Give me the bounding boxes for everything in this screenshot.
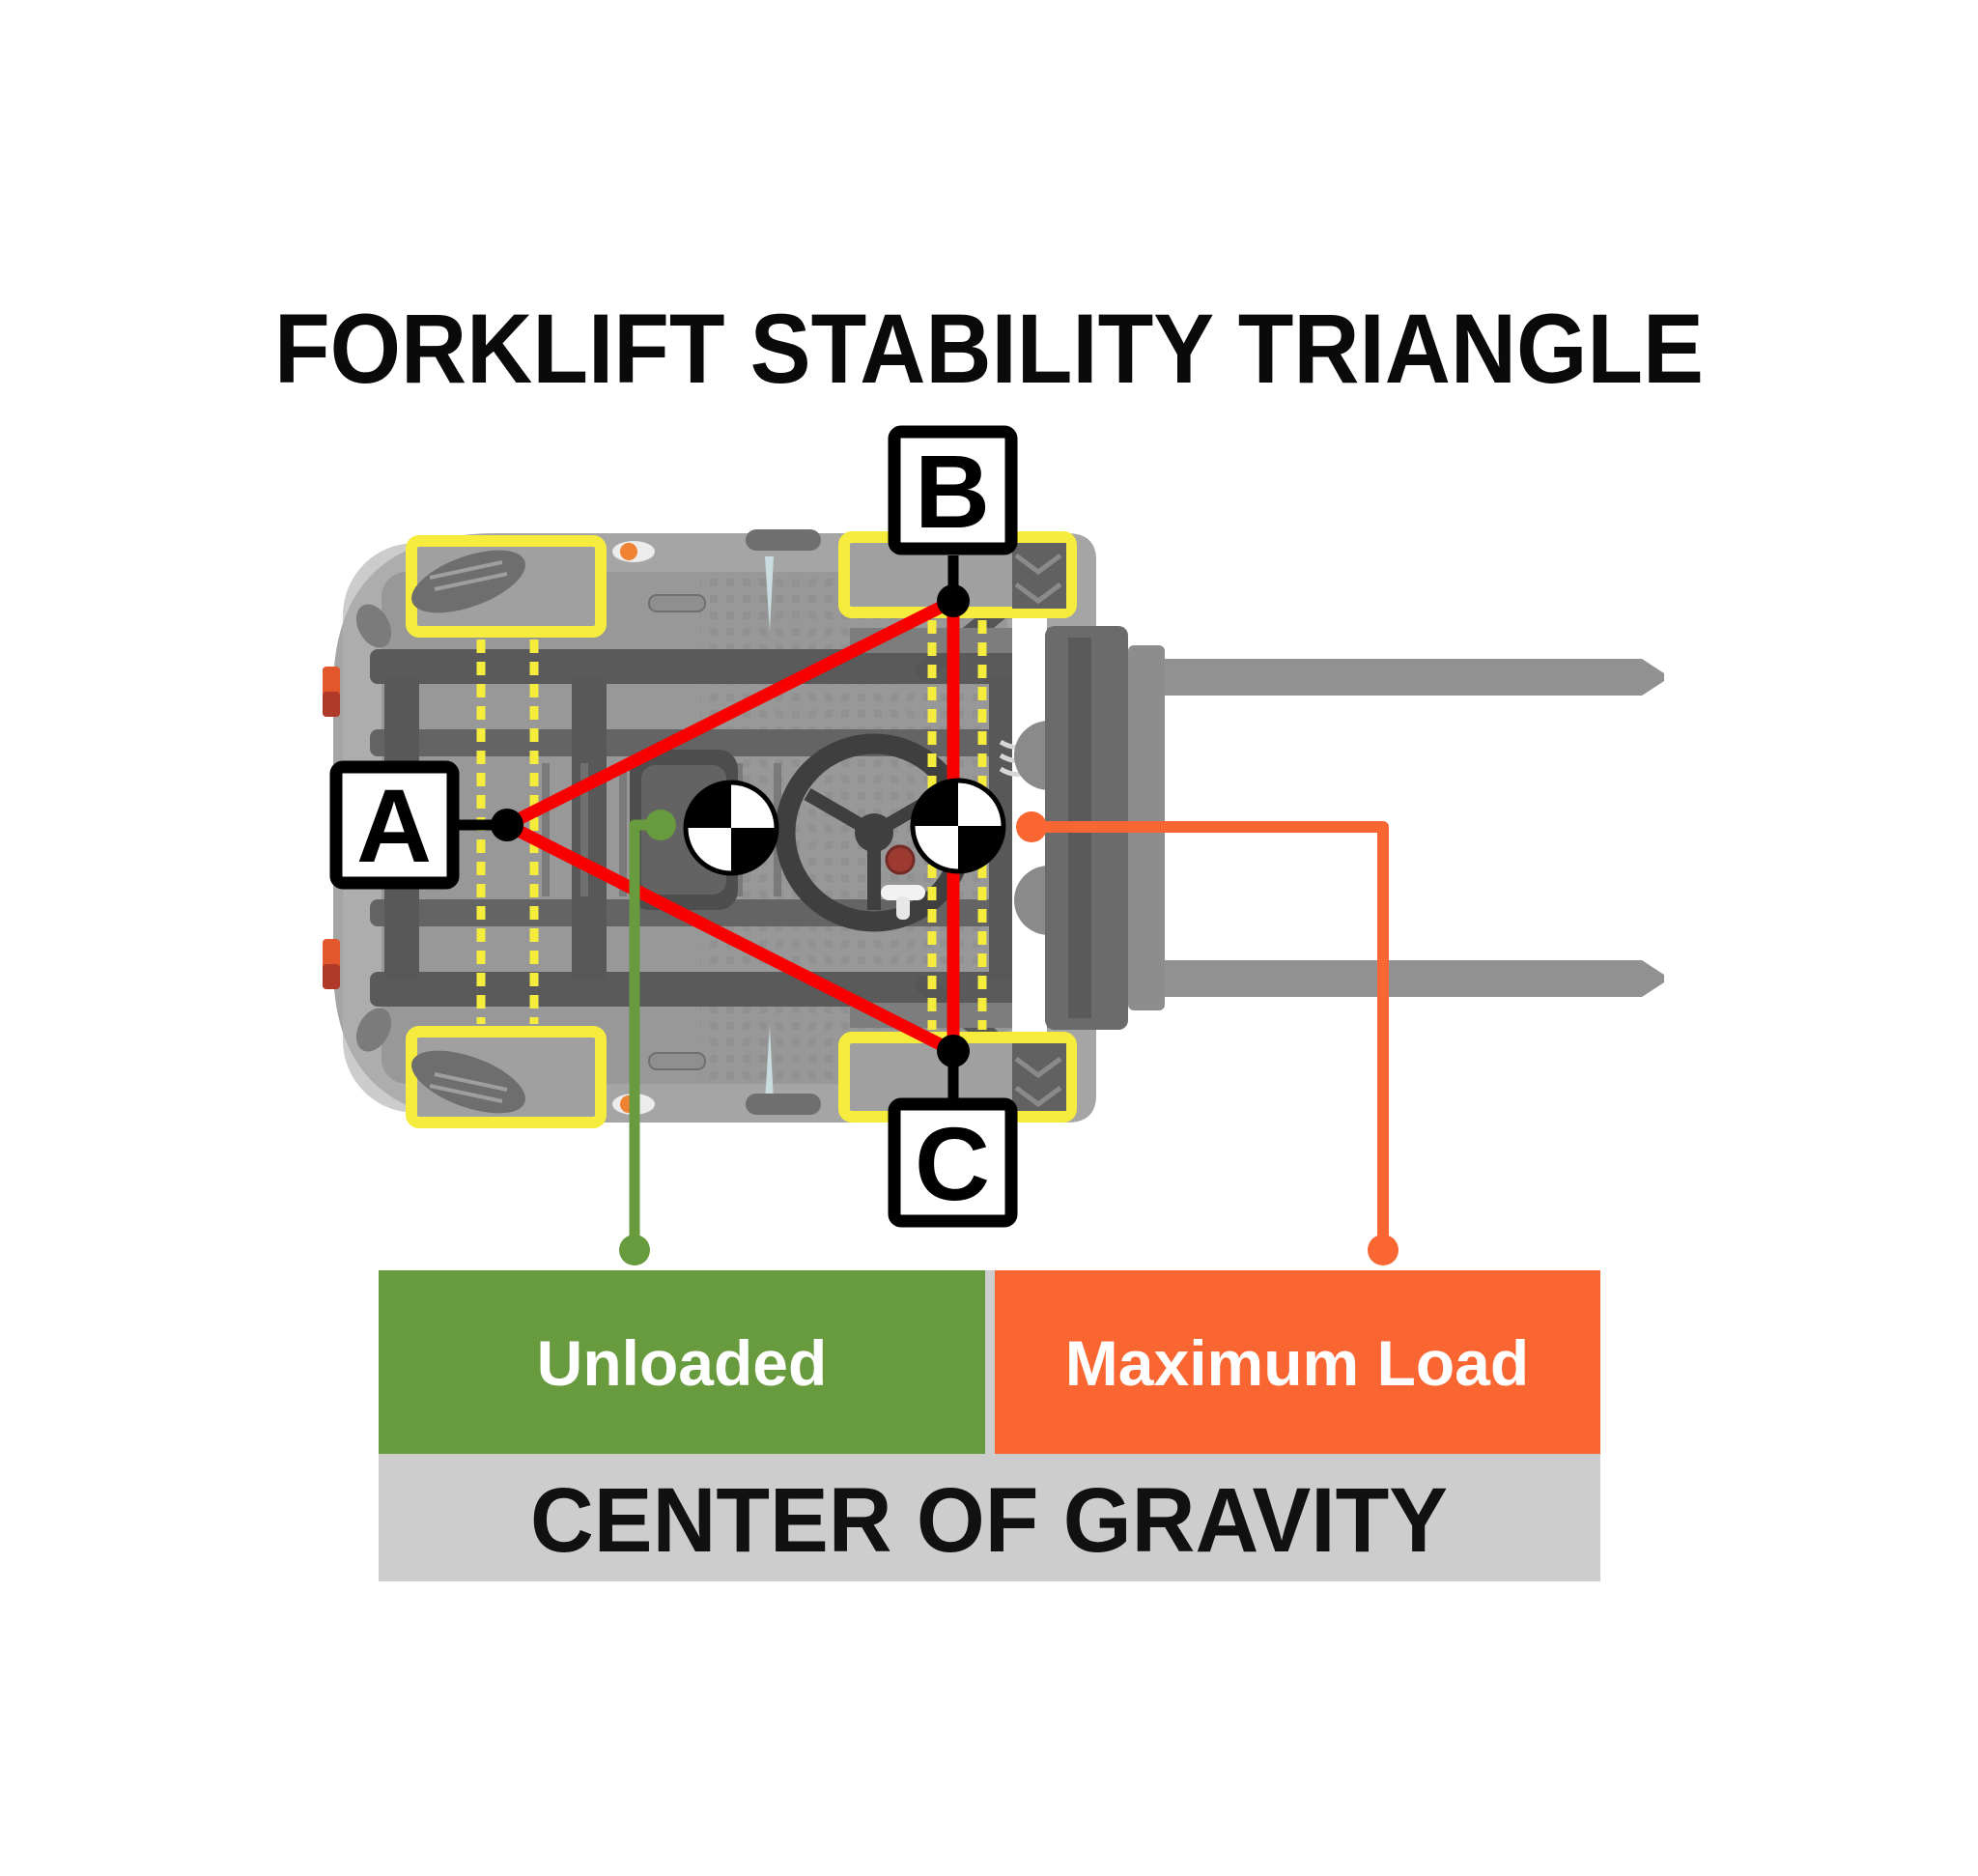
guard-post-mid	[572, 676, 607, 980]
triangle-vertex-a	[491, 809, 523, 841]
max-load-cg-pointer-dot	[1016, 811, 1047, 842]
point-letter-b: B	[915, 433, 990, 550]
wiper-blade-bottom	[765, 1026, 774, 1101]
control-lever	[881, 885, 925, 920]
triangle-vertex-c	[937, 1035, 970, 1067]
legend-divider	[985, 1270, 995, 1454]
fork-tine-top	[1164, 659, 1664, 696]
fender-hump-top	[746, 529, 821, 551]
point-letter-c: C	[915, 1105, 990, 1222]
point-label-b: B	[888, 425, 1018, 617]
fork-tine-bottom	[1164, 960, 1664, 997]
rear-detail-oval-top	[355, 604, 392, 648]
point-label-c: C	[888, 1035, 1018, 1228]
center-of-gravity-bar	[379, 1454, 1600, 1581]
center-of-gravity-crosshair-icon-max-load	[910, 778, 1006, 874]
wiper-blade-top	[765, 556, 774, 632]
legend-unloaded-swatch	[379, 1270, 985, 1454]
taillight-bottom	[323, 939, 340, 989]
max-load-cg-callout	[1016, 811, 1399, 1265]
unloaded-callout-end-dot	[619, 1235, 650, 1265]
legend-unloaded-label: Unloaded	[537, 1327, 828, 1399]
wheel-box-rear-bottom	[406, 1026, 607, 1128]
page-title: FORKLIFT STABILITY TRIANGLE	[274, 294, 1704, 404]
taillight-top	[323, 667, 340, 717]
center-of-gravity-crosshair-icon-unloaded	[683, 780, 779, 876]
unloaded-cg-callout	[619, 810, 676, 1265]
triangle-vertex-b	[937, 584, 970, 617]
steering-knob	[885, 844, 916, 875]
hydraulic-cap-top	[612, 541, 655, 562]
legend-max-load-label: Maximum Load	[1065, 1327, 1529, 1399]
max-load-callout-end-dot	[1368, 1235, 1399, 1265]
rear-detail-oval-bottom	[355, 1008, 392, 1052]
center-of-gravity-label: CENTER OF GRAVITY	[530, 1469, 1448, 1572]
handle-bottom	[648, 1052, 706, 1070]
handle-top	[648, 594, 706, 612]
point-letter-a: A	[356, 767, 432, 884]
point-label-a: A	[329, 760, 523, 890]
legend-max-load-swatch	[995, 1270, 1600, 1454]
unloaded-cg-pointer-dot	[645, 810, 676, 840]
legend: Unloaded Maximum Load CENTER OF GRAVITY	[379, 1270, 1600, 1581]
wheel-box-rear-top	[406, 535, 607, 638]
fender-hump-bottom	[746, 1094, 821, 1115]
